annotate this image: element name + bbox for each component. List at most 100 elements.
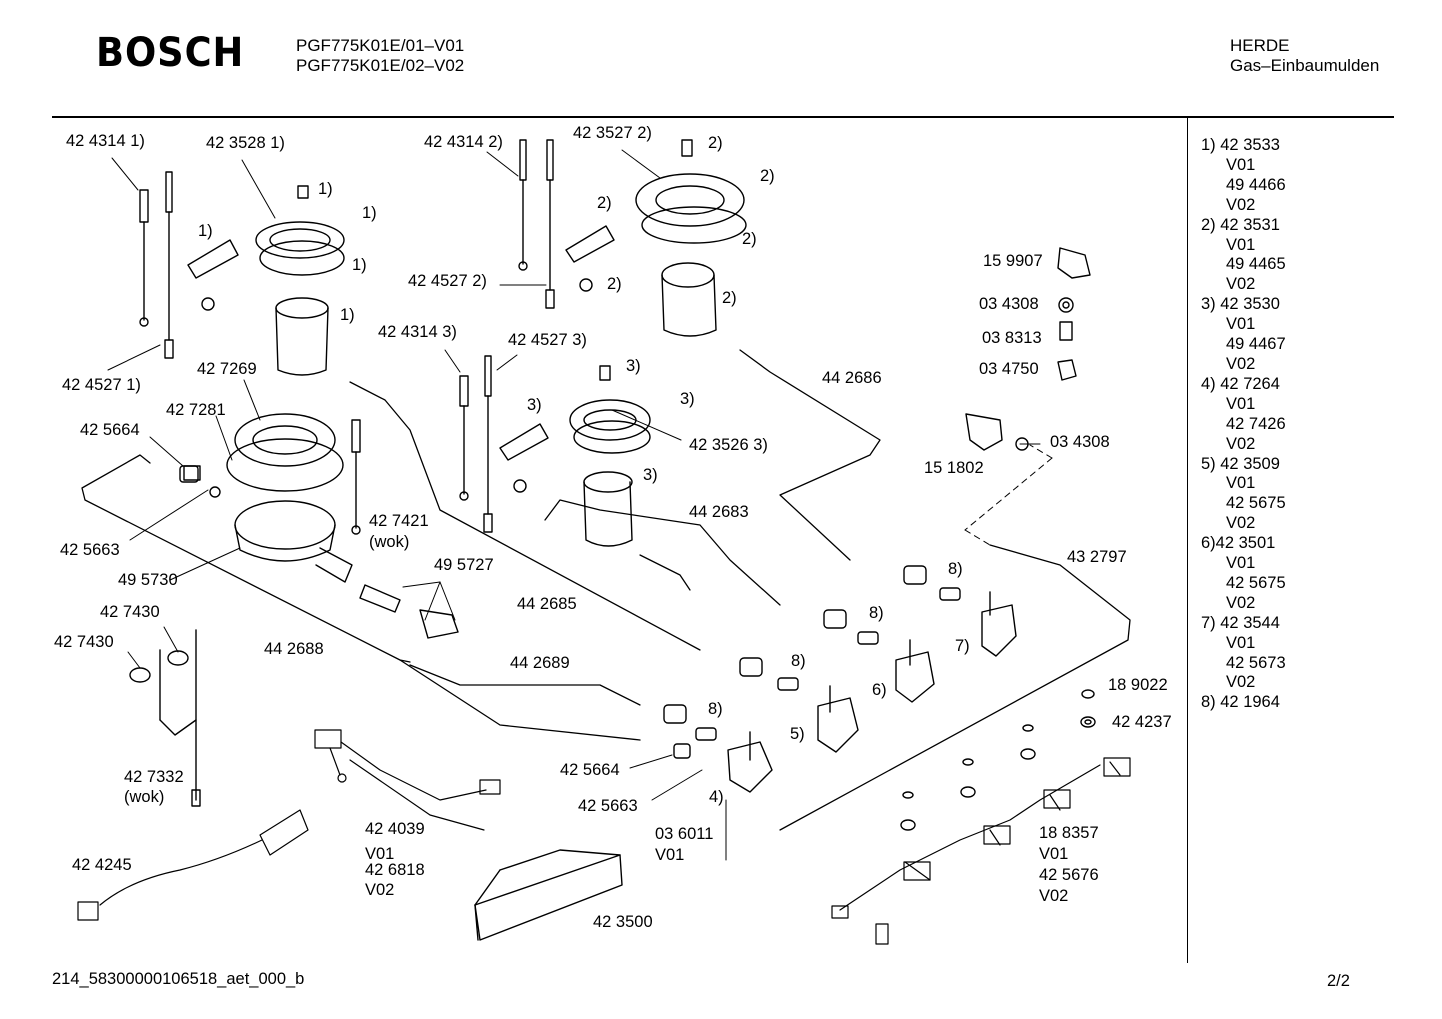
wok-thermocouple xyxy=(129,629,201,807)
clips-washers xyxy=(900,689,1096,831)
part-label: 2) xyxy=(607,275,622,293)
thermocouple-set-1 xyxy=(139,171,174,359)
legend-row: 49 4466 xyxy=(1226,175,1286,194)
ignition-cable xyxy=(314,729,501,831)
part-label: V02 xyxy=(365,881,395,899)
part-label: 42 3500 xyxy=(593,913,653,931)
burner-2 xyxy=(565,139,747,337)
part-label: 3) xyxy=(680,390,695,408)
part-label: 5) xyxy=(790,725,805,743)
part-label: 42 5664 xyxy=(80,421,140,439)
part-label: V01 xyxy=(365,845,395,863)
part-label: 03 8313 xyxy=(982,329,1042,347)
legend-row: 42 5675 xyxy=(1226,494,1286,513)
legend-row: V02 xyxy=(1226,434,1256,453)
part-label: 44 2688 xyxy=(264,640,324,658)
part-label: 42 4314 3) xyxy=(378,323,457,341)
injector-tube xyxy=(359,584,459,639)
part-label: 18 9022 xyxy=(1108,676,1168,694)
part-label: 42 3528 1) xyxy=(206,134,285,152)
legend-row: V02 xyxy=(1226,275,1256,294)
part-label: 42 6818 xyxy=(365,861,425,879)
part-label: 42 5664 xyxy=(560,761,620,779)
part-label: 42 5663 xyxy=(60,541,120,559)
part-label: 42 4527 1) xyxy=(62,376,141,394)
legend-row: 49 4465 xyxy=(1226,255,1286,274)
part-label: 44 2686 xyxy=(822,369,882,387)
part-label: 42 4527 2) xyxy=(408,272,487,290)
part-label: 42 4237 xyxy=(1112,713,1172,731)
part-label: 2) xyxy=(722,289,737,307)
legend-row: 5) 42 3509 xyxy=(1201,454,1280,473)
part-label: 3) xyxy=(527,396,542,414)
legend-row: 8) 42 1964 xyxy=(1201,693,1280,712)
part-label: (wok) xyxy=(369,533,410,551)
part-label: 42 4527 3) xyxy=(508,331,587,349)
part-label: 7) xyxy=(955,637,970,655)
burner-1 xyxy=(187,185,345,376)
legend-row: 6)42 3501 xyxy=(1201,534,1276,553)
part-label: 44 2689 xyxy=(510,654,570,672)
part-label: 42 3526 3) xyxy=(689,436,768,454)
part-label: 6) xyxy=(872,681,887,699)
ignition-module xyxy=(474,849,623,941)
part-label: 1) xyxy=(362,204,377,222)
legend-row: 4) 42 7264 xyxy=(1201,374,1280,393)
part-label: 4) xyxy=(709,788,724,806)
legend-row: 42 7426 xyxy=(1226,414,1286,433)
part-label: 1) xyxy=(198,222,213,240)
gas-valves xyxy=(727,591,1017,793)
page-number: 2/2 xyxy=(1327,972,1350,990)
part-label: 2) xyxy=(760,167,775,185)
part-label: 42 7281 xyxy=(166,401,226,419)
part-label: 1) xyxy=(318,180,333,198)
burner-3 xyxy=(499,365,651,547)
part-label: 1) xyxy=(340,306,355,324)
document-id: 214_58300000106518_aet_000_b xyxy=(52,970,305,988)
part-label: 42 3527 2) xyxy=(573,124,652,142)
legend-row: V02 xyxy=(1226,514,1256,533)
part-label: 03 4308 xyxy=(979,295,1039,313)
part-label: (wok) xyxy=(124,788,165,806)
part-label: 3) xyxy=(626,357,641,375)
part-label: V01 xyxy=(655,846,685,864)
header-rule xyxy=(52,116,1394,118)
part-label: 8) xyxy=(869,604,884,622)
part-label: 8) xyxy=(708,700,723,718)
part-label: 2) xyxy=(597,194,612,212)
part-label: 49 5727 xyxy=(434,556,494,574)
part-label: V01 xyxy=(1039,845,1069,863)
nozzles xyxy=(179,465,961,759)
thermocouple-set-2 xyxy=(518,139,555,309)
subcategory-title: Gas–Einbaumulden xyxy=(1230,56,1380,75)
part-label: 2) xyxy=(742,230,757,248)
legend-divider xyxy=(1187,118,1188,963)
category-title: HERDE xyxy=(1230,36,1290,55)
part-label: 42 5663 xyxy=(578,797,638,815)
legend-row: V01 xyxy=(1226,554,1256,573)
part-label: 42 4245 xyxy=(72,856,132,874)
part-label: 3) xyxy=(643,466,658,484)
part-label: V02 xyxy=(1039,887,1069,905)
legend-row: V01 xyxy=(1226,394,1256,413)
model-line-2: PGF775K01E/02–V02 xyxy=(296,56,465,75)
part-label: 15 9907 xyxy=(983,252,1043,270)
legend-row: V01 xyxy=(1226,633,1256,652)
legend-row: V02 xyxy=(1226,354,1256,373)
part-label: 1) xyxy=(352,256,367,274)
legend-row: 42 5673 xyxy=(1226,653,1286,672)
part-label: 03 4750 xyxy=(979,360,1039,378)
part-label: 44 2683 xyxy=(689,503,749,521)
legend-row: V01 xyxy=(1226,315,1256,334)
part-label: 03 6011 xyxy=(655,825,714,843)
legend-row: 2) 42 3531 xyxy=(1201,215,1280,234)
part-label: 49 5730 xyxy=(118,571,178,589)
part-label: 42 5676 xyxy=(1039,866,1099,884)
part-label: 8) xyxy=(948,560,963,578)
legend-row: V01 xyxy=(1226,155,1256,174)
gas-pipes xyxy=(81,349,1131,831)
thermocouple-set-3 xyxy=(351,355,493,535)
part-label: 42 7421 xyxy=(369,512,429,530)
